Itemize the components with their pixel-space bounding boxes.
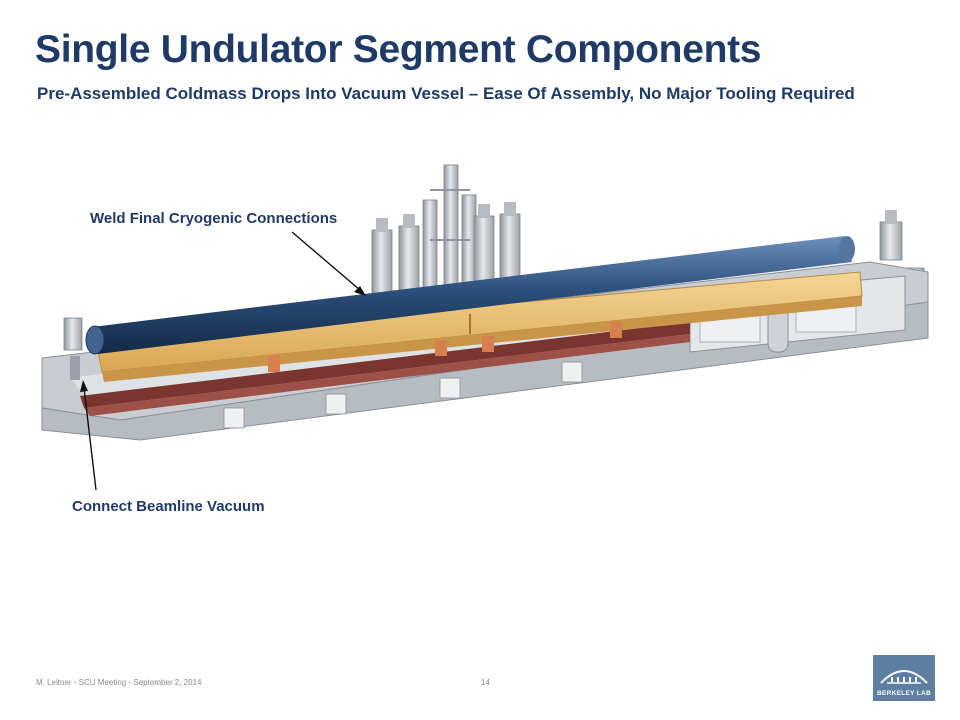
slide-subtitle: Pre-Assembled Coldmass Drops Into Vacuum… xyxy=(37,84,855,103)
callout-weld-connections: Weld Final Cryogenic Connections xyxy=(90,210,338,227)
cryocooler-towers xyxy=(371,164,521,297)
lab-building-icon xyxy=(880,670,928,684)
page-number: 14 xyxy=(481,678,490,687)
beamline-flange xyxy=(63,317,83,380)
logo-text: BERKELEY LAB xyxy=(876,690,932,697)
footer-text: M. Leitner - SCU Meeting - September 2, … xyxy=(36,678,202,687)
coldmass xyxy=(95,271,863,382)
support-rails xyxy=(80,322,690,416)
berkeley-lab-logo: BERKELEY LAB xyxy=(873,655,935,701)
cryogen-tube xyxy=(85,236,855,355)
weld-callout-arrow xyxy=(291,231,366,296)
callout-beamline-vacuum: Connect Beamline Vacuum xyxy=(72,498,265,515)
beamline-callout-arrow xyxy=(80,380,97,491)
slide-title: Single Undulator Segment Components xyxy=(35,28,762,71)
